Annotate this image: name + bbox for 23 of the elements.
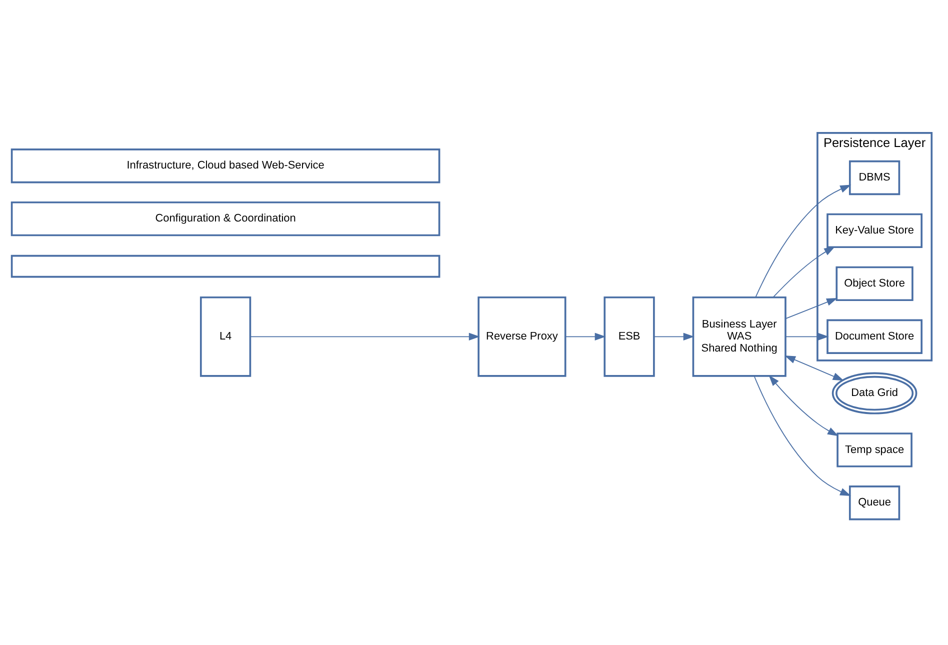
arrow xyxy=(250,332,480,340)
arrow xyxy=(772,246,836,298)
node-box: ESB xyxy=(604,296,655,377)
node-box: Infrastructure, Cloud based Web-Service xyxy=(10,148,440,184)
arrow xyxy=(754,376,852,496)
node-bar xyxy=(10,254,440,278)
arrow xyxy=(565,332,606,340)
arrow xyxy=(785,298,838,320)
node-box: Business Layer WAS Shared Nothing xyxy=(692,296,786,377)
node-box: Document Store xyxy=(826,319,922,354)
node-box: Reverse Proxy xyxy=(478,296,566,377)
node-box: DBMS xyxy=(848,160,900,196)
node-box: Key-Value Store xyxy=(826,213,922,248)
node-box: Configuration & Coordination xyxy=(10,201,440,236)
node-box: Queue xyxy=(848,486,900,520)
arrow xyxy=(755,184,852,298)
node-box: L4 xyxy=(200,296,252,377)
node-box: Object Store xyxy=(836,266,914,302)
arrow xyxy=(654,332,694,340)
arrow xyxy=(768,375,839,436)
arrow xyxy=(785,332,829,340)
node-box: Temp space xyxy=(836,432,912,468)
arrow xyxy=(784,355,844,381)
